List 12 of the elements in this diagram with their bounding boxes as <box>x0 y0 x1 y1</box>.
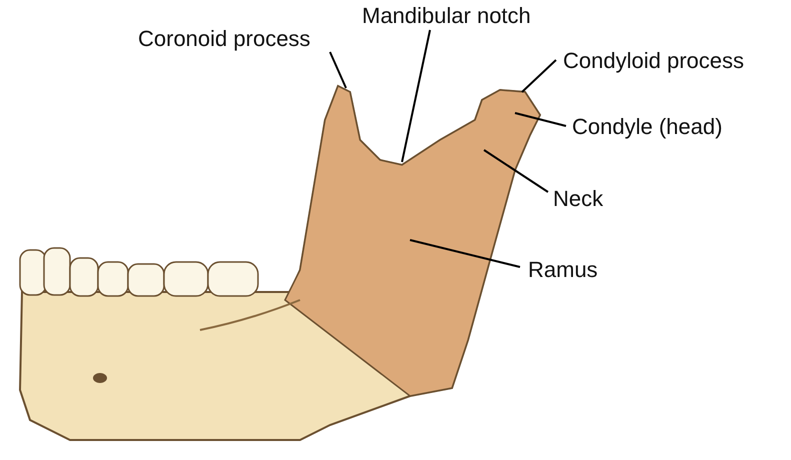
leader-line <box>521 59 557 93</box>
part-label: Coronoid process <box>138 26 310 52</box>
leader-line <box>483 149 549 193</box>
part-label: Condyle (head) <box>572 114 722 140</box>
part-label: Condyloid process <box>563 48 744 74</box>
leader-line <box>329 52 347 88</box>
leader-line <box>401 30 431 162</box>
leader-line <box>514 112 566 127</box>
leader-line <box>410 239 520 268</box>
part-label: Mandibular notch <box>362 3 531 29</box>
part-label: Ramus <box>528 257 598 283</box>
part-label: Neck <box>553 186 604 212</box>
